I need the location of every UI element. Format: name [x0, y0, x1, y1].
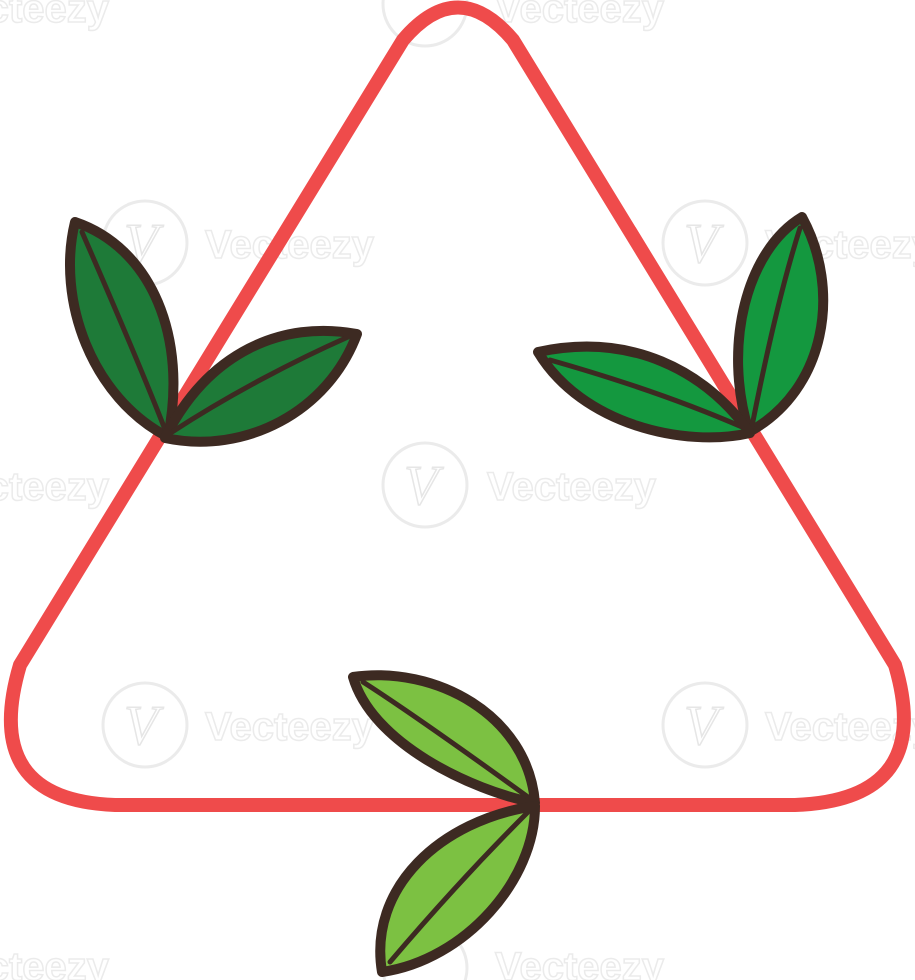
watermark-glyph: V — [124, 695, 164, 757]
watermark-text: Vecteezy — [0, 945, 110, 980]
left-lower-leaf-vein — [169, 334, 351, 435]
bottom-lower-leaf-vein — [387, 809, 531, 965]
watermark-text: Vecteezy — [0, 465, 110, 509]
right-leaf-cluster — [533, 212, 829, 443]
watermark-text: Vecteezy — [487, 465, 657, 509]
left-leaf-cluster — [65, 217, 362, 447]
left-upper-leaf-vein — [79, 229, 169, 435]
right-lower-leaf-vein — [547, 357, 745, 430]
watermark-text: Vecteezy — [765, 705, 915, 749]
triangle-frame — [3, 0, 911, 812]
right-upper-leaf — [733, 212, 829, 437]
watermark-text: Vecteezy — [0, 0, 110, 31]
watermark-logo — [661, 199, 749, 287]
watermark-text: Vecteezy — [495, 945, 665, 980]
watermark-logo — [661, 681, 749, 769]
watermark-logo — [381, 441, 469, 529]
watermark-glyph: V — [684, 213, 724, 275]
bottom-leaf-cluster — [348, 670, 540, 977]
watermark-glyph: V — [684, 695, 724, 757]
bottom-upper-leaf-vein — [360, 679, 531, 800]
right-upper-leaf-vein — [749, 225, 803, 429]
right-lower-leaf — [533, 341, 755, 443]
watermark-logo — [101, 681, 189, 769]
watermark-text: Vecteezy — [495, 0, 665, 31]
watermark-glyph: V — [404, 455, 444, 517]
watermark-text: Vecteezy — [205, 705, 375, 749]
left-lower-leaf — [160, 325, 362, 447]
